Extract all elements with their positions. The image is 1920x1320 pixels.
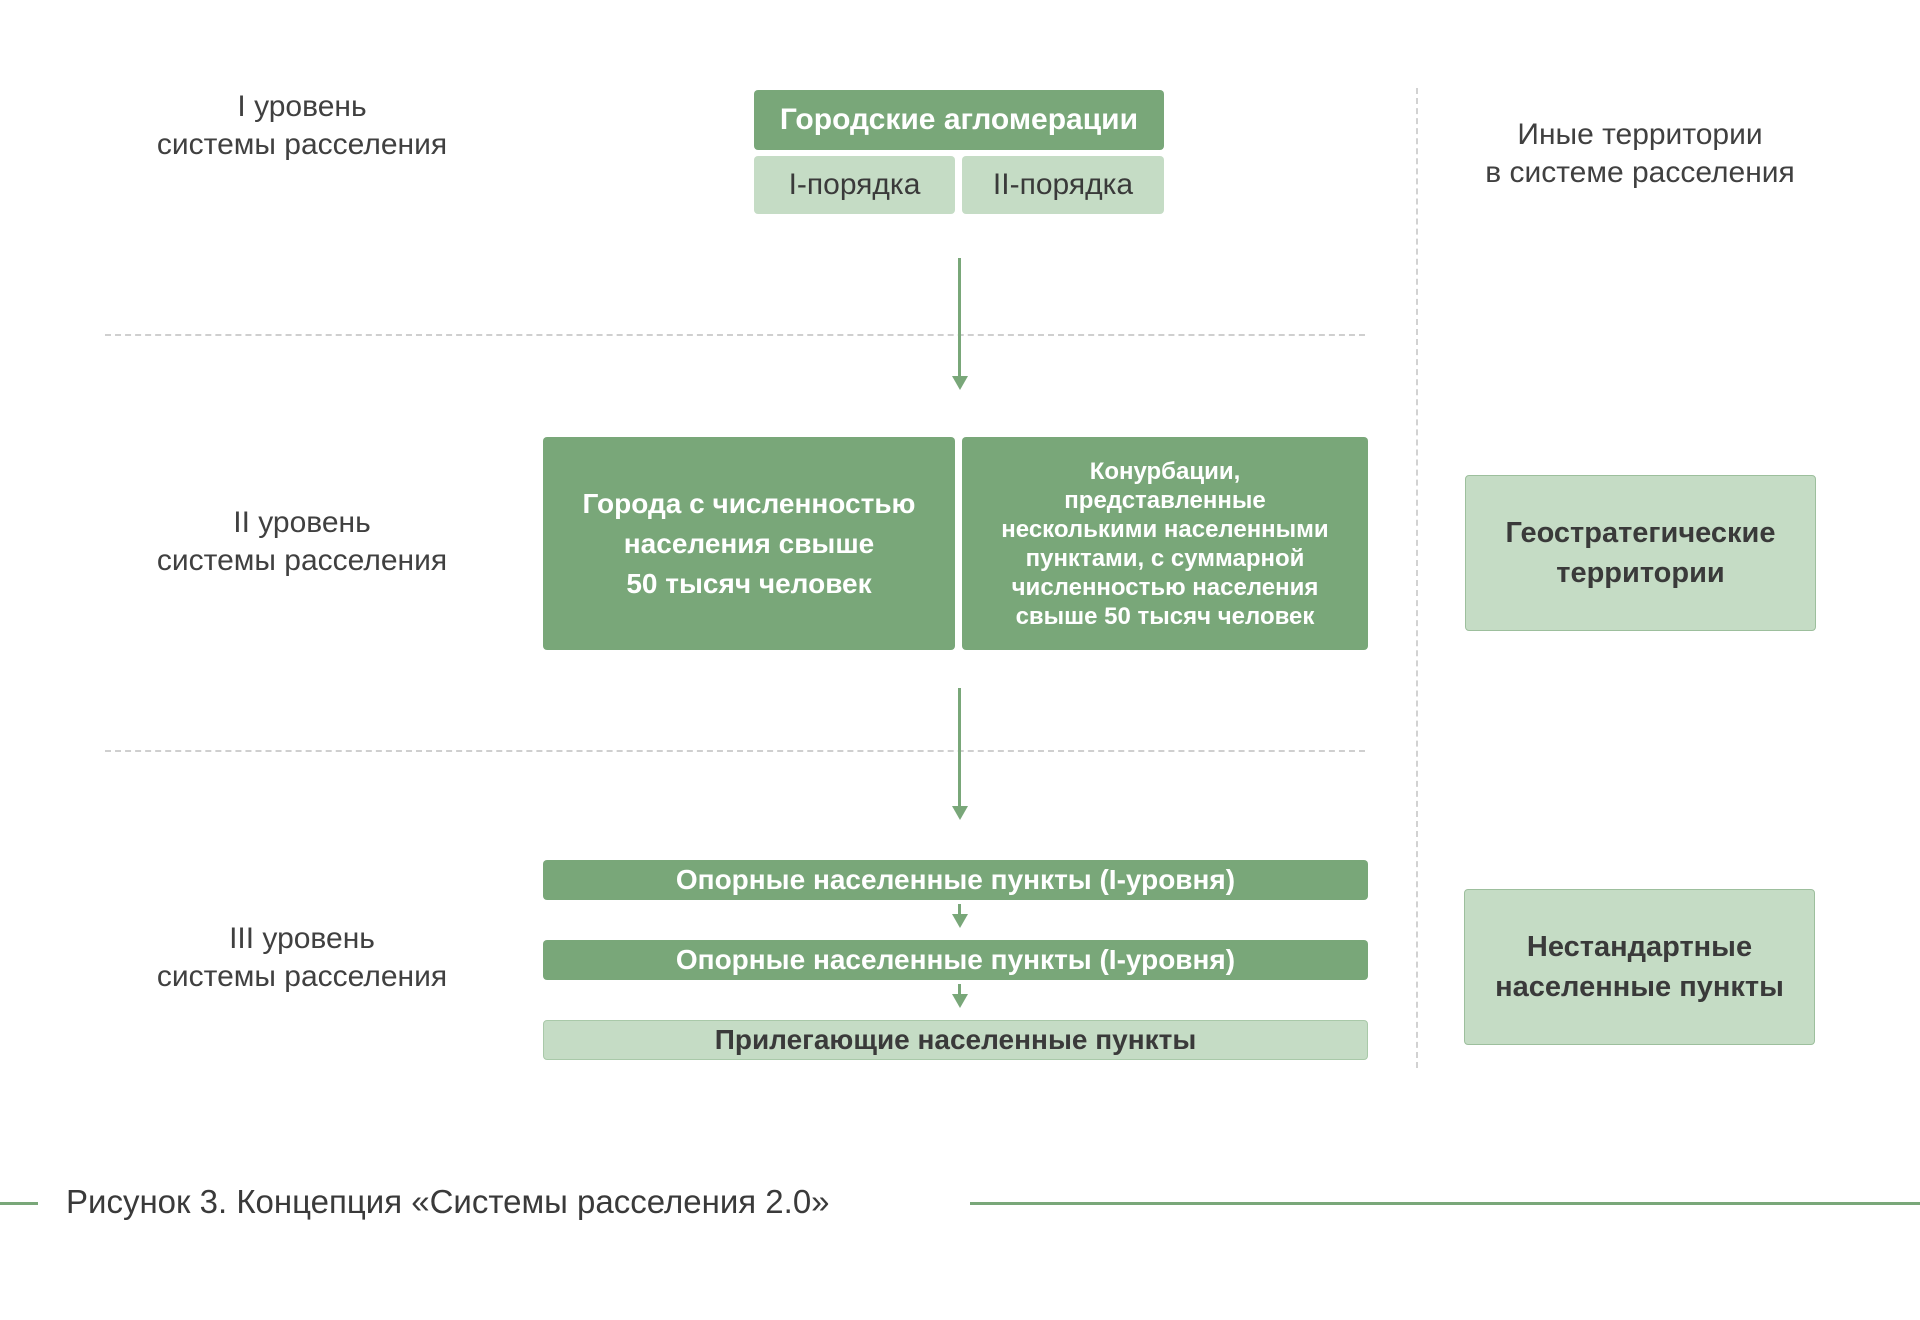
order-1-box: I-порядка <box>754 156 955 214</box>
level-2-line1: II уровень <box>233 506 371 539</box>
nonstandard-box: Нестандартные населенные пункты <box>1464 889 1815 1045</box>
adjacent-points-label: Прилегающие населенные пункты <box>714 1024 1197 1055</box>
agglomerations-box: Городские агломерации <box>754 90 1164 150</box>
figure-caption: Рисунок 3. Концепция «Системы расселения… <box>66 1183 830 1220</box>
arrow-2-head <box>952 806 968 820</box>
level-3-line2: системы расселения <box>156 960 448 993</box>
adjacent-points-box: Прилегающие населенные пункты <box>543 1020 1368 1060</box>
arrow-1-line <box>958 258 961 376</box>
arrow-2-line <box>958 688 961 806</box>
caption-right-rule <box>970 1202 1920 1205</box>
other-territories-line1: Иные территории <box>1517 118 1763 151</box>
cities-line1: Города с численностью <box>582 487 916 519</box>
conurbations-line6: свыше 50 тысяч человек <box>1015 602 1315 630</box>
conurbations-line1: Конурбации, <box>1089 457 1241 485</box>
arrow-3-head <box>952 914 968 928</box>
level-divider-2 <box>105 750 1365 752</box>
cities-line2: населения свыше <box>623 527 875 559</box>
level-2-line2: системы расселения <box>156 544 448 577</box>
nonstandard-line1: Нестандартные <box>1526 931 1753 963</box>
order-2-box: II-порядка <box>962 156 1164 214</box>
column-divider <box>1416 88 1418 1068</box>
geostrategic-line2: территории <box>1556 557 1725 589</box>
level-2-label: II уровень системы расселения <box>92 504 512 580</box>
caption-left-rule <box>0 1202 38 1205</box>
level-divider-1 <box>105 334 1365 336</box>
geostrategic-box: Геостратегические территории <box>1465 475 1816 631</box>
conurbations-line4: пунктами, с суммарной <box>1025 544 1305 572</box>
other-territories-line2: в системе расселения <box>1485 156 1795 189</box>
arrow-1-head <box>952 376 968 390</box>
support-points-2-label: Опорные населенные пункты (I-уровня) <box>675 944 1236 975</box>
level-3-label: III уровень системы расселения <box>92 920 512 996</box>
conurbations-line5: численностью населения <box>1011 573 1319 601</box>
order-1-label: I-порядка <box>788 168 921 201</box>
geostrategic-line1: Геостратегические <box>1505 517 1776 549</box>
other-territories-header: Иные территории в системе расселения <box>1430 116 1850 192</box>
level-1-line2: системы расселения <box>156 128 448 161</box>
conurbations-line3: несколькими населенными <box>1001 515 1329 543</box>
support-points-1-box: Опорные населенные пункты (I-уровня) <box>543 860 1368 900</box>
support-points-1-label: Опорные населенные пункты (I-уровня) <box>675 864 1236 895</box>
level-3-line1: III уровень <box>229 922 375 955</box>
order-2-label: II-порядка <box>992 168 1134 201</box>
cities-box: Города с численностью населения свыше 50… <box>543 437 955 650</box>
support-points-2-box: Опорные населенные пункты (I-уровня) <box>543 940 1368 980</box>
conurbations-line2: представленные <box>1064 486 1266 514</box>
arrow-4-line <box>958 984 961 996</box>
nonstandard-line2: населенные пункты <box>1495 971 1784 1003</box>
arrow-4-head <box>952 994 968 1008</box>
conurbations-box: Конурбации, представленные несколькими н… <box>962 437 1368 650</box>
arrow-3-line <box>958 904 961 916</box>
level-1-line1: I уровень <box>237 90 367 123</box>
cities-line3: 50 тысяч человек <box>626 567 872 599</box>
level-1-label: I уровень системы расселения <box>92 88 512 164</box>
agglomerations-title: Городские агломерации <box>779 103 1139 136</box>
